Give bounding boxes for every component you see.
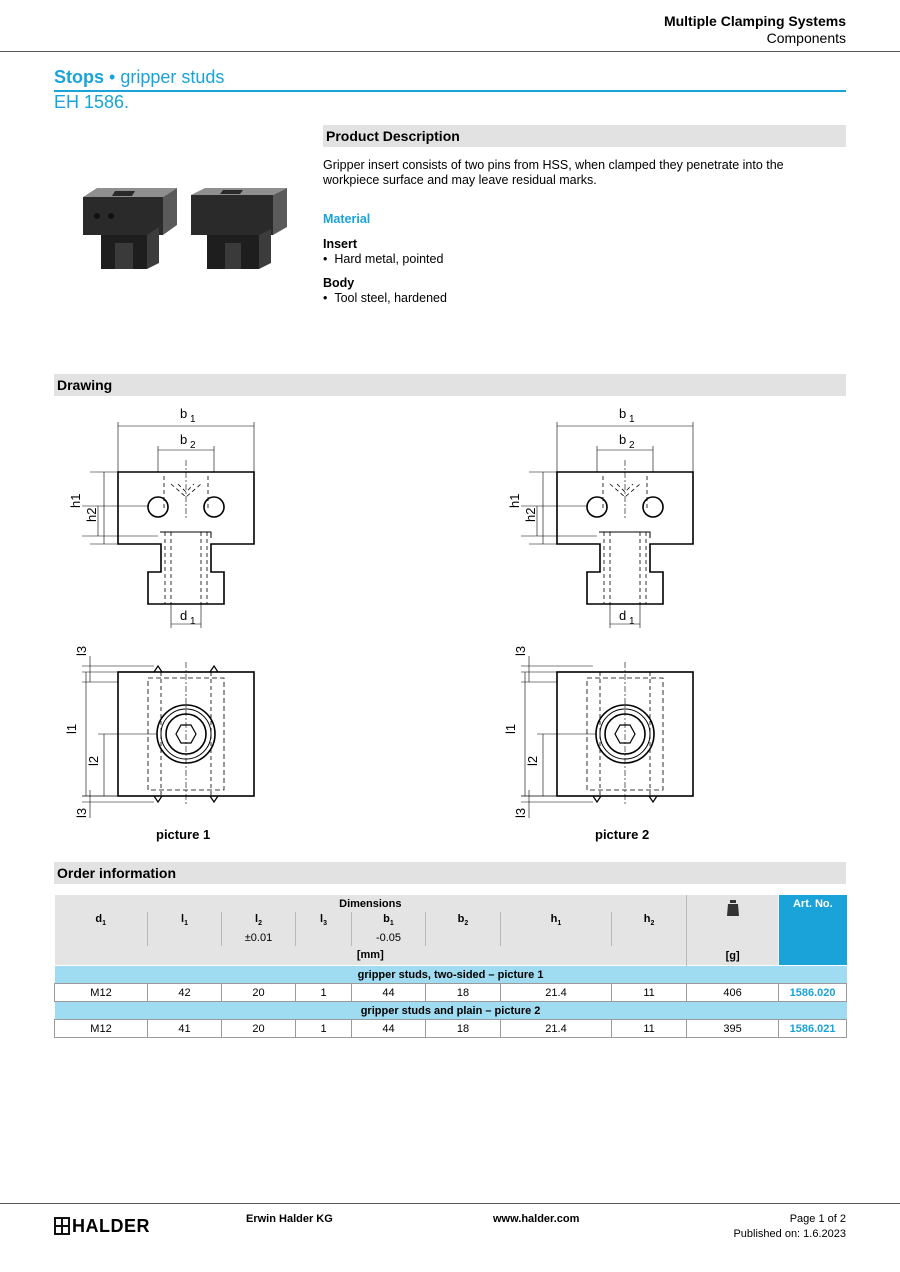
technical-drawing: b 1 b 2 h1 h2 d 1 bbox=[63, 405, 694, 842]
product-photo bbox=[83, 188, 287, 269]
order-information-heading: Order information bbox=[54, 862, 846, 884]
halder-logo: HALDER bbox=[54, 1216, 150, 1236]
body-item-text: Tool steel, hardened bbox=[334, 291, 447, 305]
cell-l1: 41 bbox=[147, 1019, 222, 1038]
dimensions-header: Dimensions bbox=[54, 895, 687, 912]
product-description-text: Gripper insert consists of two pins from… bbox=[323, 158, 784, 187]
drawing-picture-1-side bbox=[67, 405, 255, 629]
bullet: • bbox=[323, 252, 328, 266]
picture-1-label: picture 1 bbox=[156, 827, 210, 842]
cell-d1: M12 bbox=[54, 1019, 148, 1038]
cell-b1: 44 bbox=[351, 983, 426, 1002]
group-label: gripper studs and plain – picture 2 bbox=[54, 1001, 847, 1020]
cell-l1: 42 bbox=[147, 983, 222, 1002]
cell-h2: 11 bbox=[610, 983, 688, 1002]
cell-l3: 1 bbox=[295, 1019, 352, 1038]
title-divider bbox=[54, 90, 846, 92]
col-l1-header: l1 bbox=[147, 912, 222, 929]
group-label: gripper studs, two-sided – picture 1 bbox=[54, 965, 847, 984]
cell-b1: 44 bbox=[351, 1019, 426, 1038]
cell-b2: 18 bbox=[425, 1019, 501, 1038]
body-item: • Tool steel, hardened bbox=[323, 291, 447, 305]
bullet: • bbox=[323, 291, 328, 305]
footer-company: Erwin Halder KG bbox=[246, 1213, 333, 1225]
page-title: Stops • gripper studs bbox=[54, 67, 224, 88]
weight-icon bbox=[726, 900, 739, 916]
body-label: Body bbox=[323, 276, 355, 290]
cell-h1: 21.4 bbox=[500, 1019, 612, 1038]
title-separator: • bbox=[104, 67, 121, 87]
cell-weight: 406 bbox=[686, 983, 780, 1002]
table-row: M12 42 20 1 44 18 21.4 11 406 1586.020 bbox=[54, 983, 848, 1002]
table-row: M12 41 20 1 44 18 21.4 11 395 1586.021 bbox=[54, 1019, 848, 1038]
col-l3-header: l3 bbox=[295, 912, 352, 929]
art-no-header: Art. No. bbox=[778, 895, 847, 966]
insert-label: Insert bbox=[323, 237, 358, 251]
art-no-link[interactable]: 1586.021 bbox=[778, 1019, 848, 1038]
drawing-heading: Drawing bbox=[54, 374, 846, 396]
cell-d1: M12 bbox=[54, 983, 148, 1002]
halder-logo-text: HALDER bbox=[72, 1215, 150, 1236]
halder-logo-icon bbox=[54, 1217, 70, 1235]
cell-h2: 11 bbox=[610, 1019, 688, 1038]
footer-published-date: Published on: 1.6.2023 bbox=[733, 1228, 846, 1240]
col-l2-tolerance: ±0.01 bbox=[221, 929, 296, 946]
col-b1-header: b1 bbox=[351, 912, 426, 929]
drawing-picture-2-top bbox=[502, 645, 694, 819]
col-l2-header: l2 bbox=[221, 912, 296, 929]
col-h2-header: h2 bbox=[610, 912, 687, 929]
title-category: Stops bbox=[54, 67, 105, 87]
footer-divider bbox=[0, 1203, 900, 1204]
footer-website[interactable]: www.halder.com bbox=[493, 1213, 580, 1225]
footer-page-number: Page 1 of 2 bbox=[789, 1213, 846, 1225]
cell-weight: 395 bbox=[686, 1019, 780, 1038]
unit-mm: [mm] bbox=[54, 946, 687, 966]
weight-column-header bbox=[686, 895, 779, 946]
product-photo-stud-1 bbox=[83, 188, 177, 269]
cell-l2: 20 bbox=[221, 1019, 296, 1038]
col-h1-header: h1 bbox=[500, 912, 612, 929]
picture-2-label: picture 2 bbox=[595, 827, 649, 842]
cell-l2: 20 bbox=[221, 983, 296, 1002]
unit-g: [g] bbox=[686, 946, 779, 966]
material-heading: Material bbox=[323, 212, 371, 226]
insert-item-text: Hard metal, pointed bbox=[334, 252, 444, 266]
insert-item: • Hard metal, pointed bbox=[323, 252, 443, 266]
drawing-picture-2-side bbox=[506, 405, 694, 629]
drawing-picture-1-top bbox=[63, 645, 255, 819]
order-table: Dimensions Art. No. d1 l1 l2 l3 b1 b2 h1… bbox=[54, 895, 848, 1038]
col-d1-header: d1 bbox=[54, 912, 148, 929]
cell-b2: 18 bbox=[425, 983, 501, 1002]
header-subtitle: Components bbox=[766, 30, 846, 46]
header-title: Multiple Clamping Systems bbox=[663, 13, 846, 29]
cell-h1: 21.4 bbox=[500, 983, 612, 1002]
header-divider bbox=[0, 51, 900, 52]
product-description-heading: Product Description bbox=[323, 125, 846, 147]
product-code: EH 1586. bbox=[54, 92, 130, 112]
product-photo-stud-2 bbox=[191, 188, 287, 269]
cell-l3: 1 bbox=[295, 983, 352, 1002]
title-product: gripper studs bbox=[120, 67, 225, 87]
art-no-link[interactable]: 1586.020 bbox=[778, 983, 848, 1002]
col-b1-tolerance: -0.05 bbox=[351, 929, 426, 946]
col-b2-header: b2 bbox=[425, 912, 501, 929]
